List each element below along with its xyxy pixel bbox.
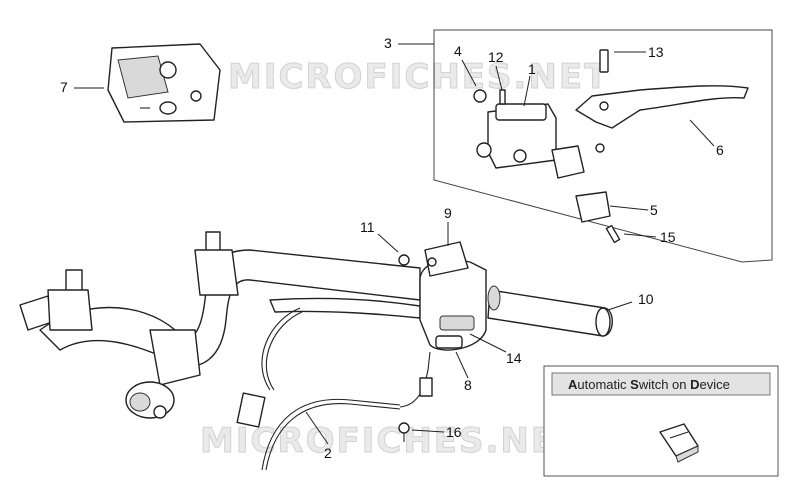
screw-11 xyxy=(398,254,410,266)
legend-title: Automatic Switch on Device xyxy=(568,377,730,392)
cable xyxy=(236,307,433,471)
legend-cap-s: S xyxy=(630,377,639,392)
throttle-grip xyxy=(487,285,613,337)
legend-cap-d: D xyxy=(690,377,699,392)
legend-rest-a: utomatic xyxy=(577,377,630,392)
callout-2: 2 xyxy=(324,445,332,461)
callout-14: 14 xyxy=(506,350,522,366)
legend-rest-s: witch on xyxy=(638,377,690,392)
callout-15: 15 xyxy=(660,229,676,245)
callout-13: 13 xyxy=(648,44,664,60)
callout-8: 8 xyxy=(464,377,472,393)
callout-12: 12 xyxy=(488,49,504,65)
legend-box: Automatic Switch on Device xyxy=(543,365,779,477)
handlebar xyxy=(19,231,421,419)
callout-3: 3 xyxy=(384,35,392,51)
callout-5: 5 xyxy=(650,202,658,218)
legend-cap-a: A xyxy=(568,377,578,392)
watermark-bottom: MICROFICHES.NET xyxy=(200,421,581,461)
callout-7: 7 xyxy=(60,79,68,95)
leader-lines xyxy=(74,43,715,445)
callout-1: 1 xyxy=(528,61,536,77)
reservoir-cap xyxy=(107,43,221,123)
callout-4: 4 xyxy=(454,43,462,59)
callout-6: 6 xyxy=(716,142,724,158)
callout-16: 16 xyxy=(446,424,462,440)
callout-11: 11 xyxy=(360,219,375,235)
switch-device-17 xyxy=(659,423,699,463)
master-cylinder-box xyxy=(433,29,773,263)
switch-housing xyxy=(419,241,487,351)
callout-9: 9 xyxy=(444,205,452,221)
screw-16 xyxy=(398,422,410,442)
watermark-top: MICROFICHES.NET xyxy=(228,57,609,97)
callout-10: 10 xyxy=(638,291,654,307)
legend-rest-d: evice xyxy=(700,377,730,392)
